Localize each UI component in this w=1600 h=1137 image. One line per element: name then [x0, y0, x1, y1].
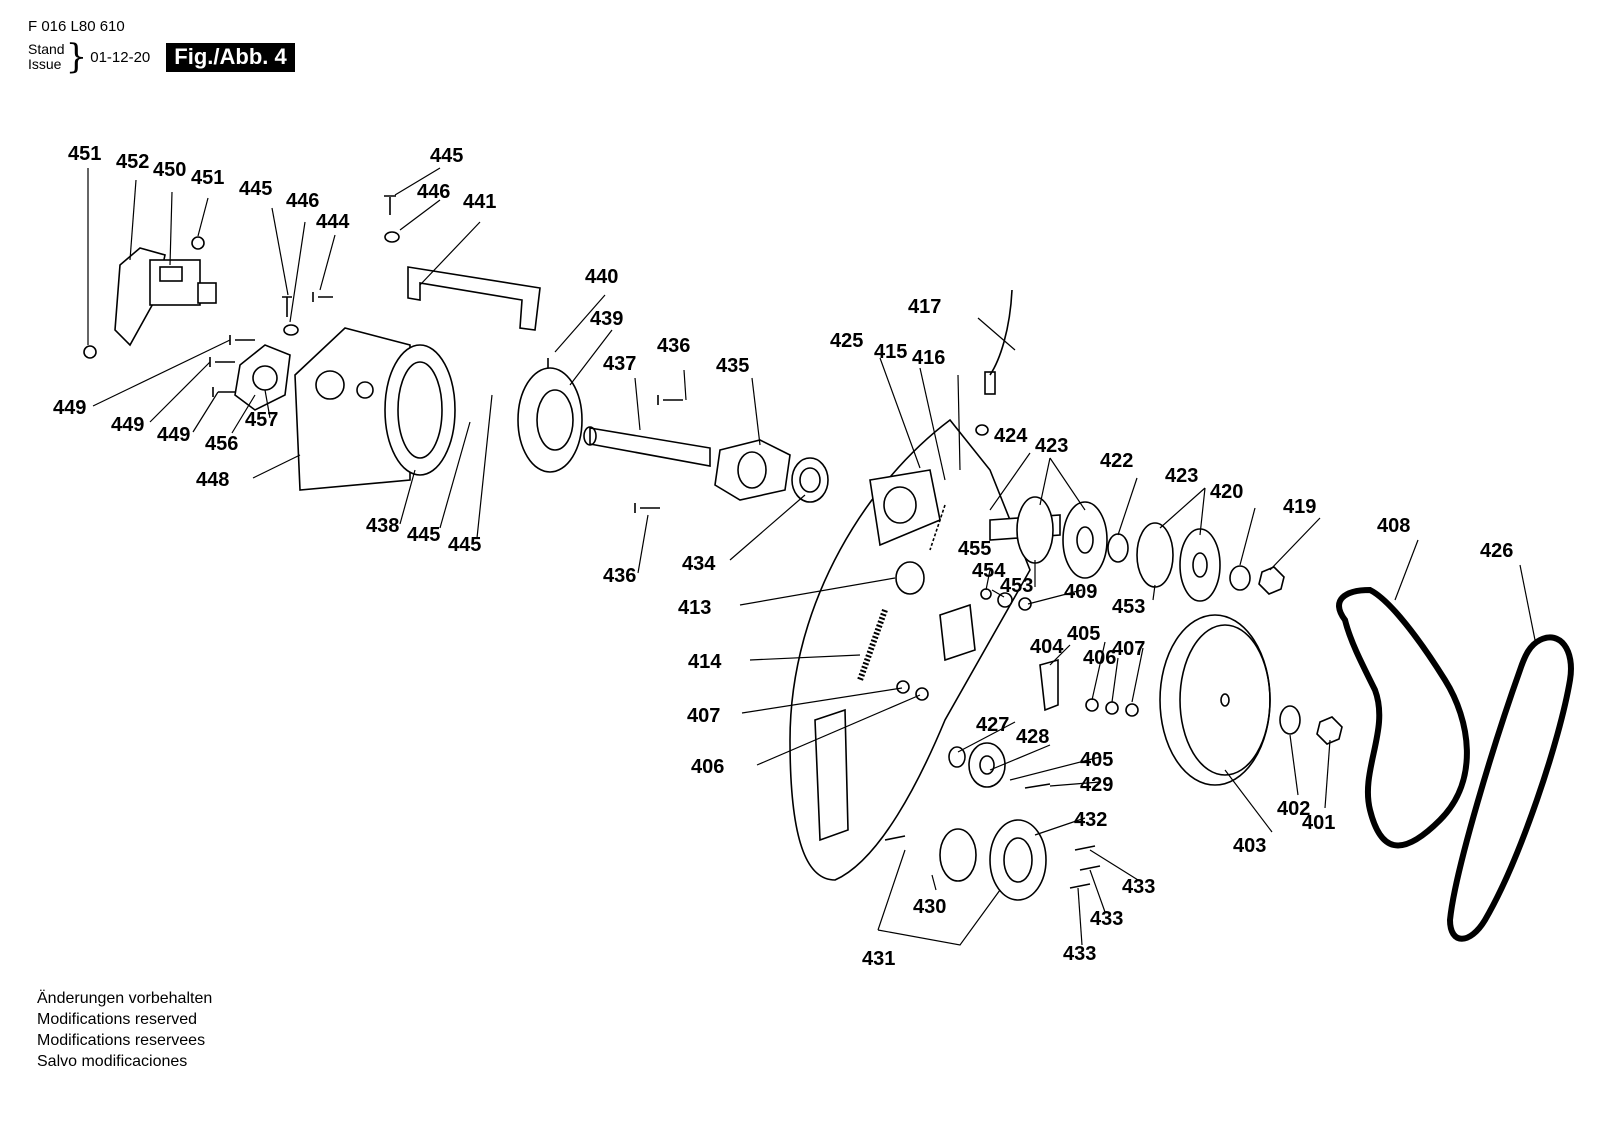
part-number-label: 415 [874, 341, 907, 363]
part-number-label: 420 [1210, 481, 1243, 503]
shaft-drawing [589, 427, 711, 467]
part-number-label: 437 [603, 353, 636, 375]
part-number-label: 436 [657, 335, 690, 357]
part-number-label: 448 [196, 469, 229, 491]
gear-drawing [517, 367, 583, 473]
part-number-label: 453 [1000, 575, 1033, 597]
part-number-label: 446 [417, 181, 450, 203]
part-number-label: 433 [1063, 943, 1096, 965]
part-number-label: 414 [688, 651, 722, 673]
part-number-label: 432 [1074, 809, 1107, 831]
part-number-label: 423 [1035, 435, 1068, 457]
part-number-label: 409 [1064, 581, 1097, 603]
part-number-label: 445 [407, 524, 440, 546]
part-number-label: 427 [976, 714, 1009, 736]
part-number-label: 405 [1067, 623, 1100, 645]
part-number-label: 433 [1122, 876, 1155, 898]
part-number-label: 451 [68, 143, 101, 165]
part-number-label: 451 [191, 167, 224, 189]
part-number-label: 446 [286, 190, 319, 212]
document-number-text: F 016 L80 610 [28, 18, 125, 35]
part-number-label: 441 [463, 191, 496, 213]
part-number-label: 435 [716, 355, 749, 377]
part-number-label: 433 [1090, 908, 1123, 930]
part-number-label: 434 [682, 553, 716, 575]
part-number-label: 425 [830, 330, 863, 352]
stand-label: Stand [28, 41, 65, 57]
cable-drawing [989, 289, 1013, 376]
part-number-label: 407 [1112, 638, 1145, 660]
belt-408-drawing [1336, 586, 1470, 849]
part-number-label: 407 [687, 705, 720, 727]
part-number-label: 402 [1277, 798, 1310, 820]
part-number-label: 440 [585, 266, 618, 288]
part-number-label: 401 [1302, 812, 1335, 834]
belt-426-drawing [1446, 634, 1574, 942]
housing-drawing [789, 418, 1031, 881]
motor-drawing [83, 236, 217, 359]
part-number-label: 408 [1377, 515, 1410, 537]
figure-label: Fig./Abb. 4 [166, 42, 295, 72]
part-number-label: 416 [912, 347, 945, 369]
part-number-label: 436 [603, 565, 636, 587]
bearing-housing-drawing [714, 439, 791, 501]
part-number-label: 404 [1030, 636, 1064, 658]
part-number-label: 413 [678, 597, 711, 619]
leader-lines [87, 167, 1536, 946]
part-number-label: 456 [205, 433, 238, 455]
diagram-drawing [83, 195, 1574, 942]
variator-pulley-drawing [1016, 496, 1054, 564]
part-number-label: 449 [111, 414, 144, 436]
document-number: F 016 L80 610 [28, 18, 125, 36]
part-number-label: 457 [245, 409, 278, 431]
part-number-label: 453 [1112, 596, 1145, 618]
part-number-label: 430 [913, 896, 946, 918]
part-number-label: 406 [1083, 647, 1116, 669]
part-number-label: 449 [53, 397, 86, 419]
footer-notice: Änderungen vorbehalten Modifications res… [37, 988, 212, 1072]
part-number-label: 450 [153, 159, 186, 181]
part-number-label: 445 [430, 145, 463, 167]
part-number-label: 445 [448, 534, 481, 556]
main-pulley-drawing [1159, 614, 1271, 786]
issue-block: Stand Issue } 01-12-20 Fig./Abb. 4 [28, 37, 295, 77]
part-number-label: 405 [1080, 749, 1113, 771]
brace-icon: } [65, 37, 88, 77]
part-number-label: 429 [1080, 774, 1113, 796]
issue-date: 01-12-20 [90, 48, 151, 66]
part-number-label: 419 [1283, 496, 1316, 518]
part-number-label: 439 [590, 308, 623, 330]
bearing-drawing [791, 457, 829, 503]
part-number-label: 417 [908, 296, 941, 318]
footer-line-es: Salvo modificaciones [37, 1053, 188, 1070]
part-number-label: 424 [994, 425, 1028, 447]
part-number-label: 445 [239, 178, 272, 200]
part-number-label: 452 [116, 151, 149, 173]
part-number-label: 428 [1016, 726, 1049, 748]
flange-drawing [234, 344, 291, 411]
part-number-label: 403 [1233, 835, 1266, 857]
part-number-label: 438 [366, 515, 399, 537]
part-number-label: 449 [157, 424, 190, 446]
small-pulley-drawing [939, 828, 977, 882]
bracket-drawing [407, 266, 541, 331]
part-number-label: 426 [1480, 540, 1513, 562]
spring-drawing [857, 608, 888, 682]
footer-line-de: Änderungen vorbehalten [37, 990, 213, 1007]
footer-line-en: Modifications reserved [37, 1011, 198, 1028]
part-number-label: 422 [1100, 450, 1133, 472]
footer-line-fr: Modifications reservees [37, 1032, 206, 1049]
part-number-label: 455 [958, 538, 991, 560]
issue-labels: Stand Issue [28, 42, 65, 72]
pulley-drawing [384, 344, 456, 476]
part-number-label: 454 [972, 560, 1006, 582]
part-number-label: 406 [691, 756, 724, 778]
part-number-label: 431 [862, 948, 895, 970]
issue-label: Issue [28, 56, 62, 72]
part-number-label: 444 [316, 211, 350, 233]
part-number-label: 423 [1165, 465, 1198, 487]
